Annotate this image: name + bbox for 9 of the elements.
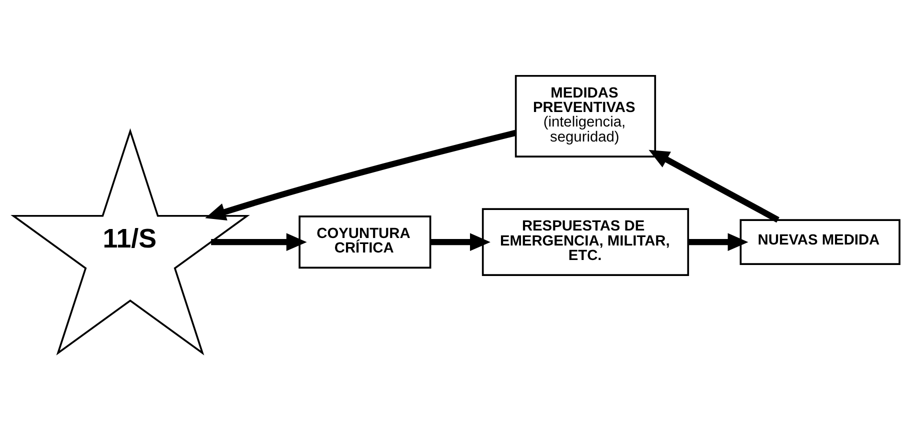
arrow: [211, 233, 307, 252]
node-box: MEDIDAS PREVENTIVAS (inteligencia, seguridad): [514, 74, 656, 158]
arrow: [430, 233, 490, 252]
node-box: RESPUESTAS DE EMERGENCIA, MILITAR, ETC.: [482, 208, 690, 276]
arrow: [648, 150, 780, 223]
node-box: COYUNTURA CRÍTICA: [298, 215, 432, 269]
arrow: [688, 233, 748, 252]
arrow: [205, 130, 516, 221]
node-box: NUEVAS MEDIDA: [740, 219, 900, 265]
